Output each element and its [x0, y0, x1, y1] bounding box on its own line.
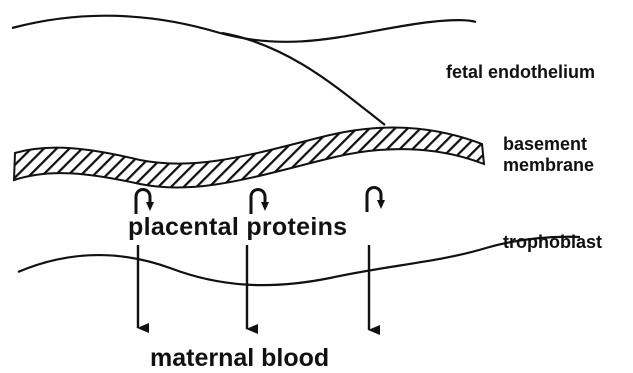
- basement-membrane-label-line2: membrane: [503, 155, 594, 176]
- basement-membrane-label: basement membrane: [503, 134, 594, 175]
- recycling-hook-icon: [251, 190, 269, 215]
- fetal-endothelium-label: fetal endothelium: [446, 62, 595, 83]
- recycling-hook-icon: [367, 188, 385, 213]
- fetal-endothelium-cell-edge: [222, 33, 385, 125]
- placental-proteins-label: placental proteins: [128, 213, 347, 242]
- maternal-blood-label: maternal blood: [150, 344, 329, 373]
- basement-membrane-label-line1: basement: [503, 134, 594, 155]
- recycling-hook-icon: [136, 190, 154, 215]
- trophoblast-label: trophoblast: [503, 232, 602, 253]
- basement-membrane-band: [14, 127, 484, 187]
- trophoblast-line: [18, 237, 580, 285]
